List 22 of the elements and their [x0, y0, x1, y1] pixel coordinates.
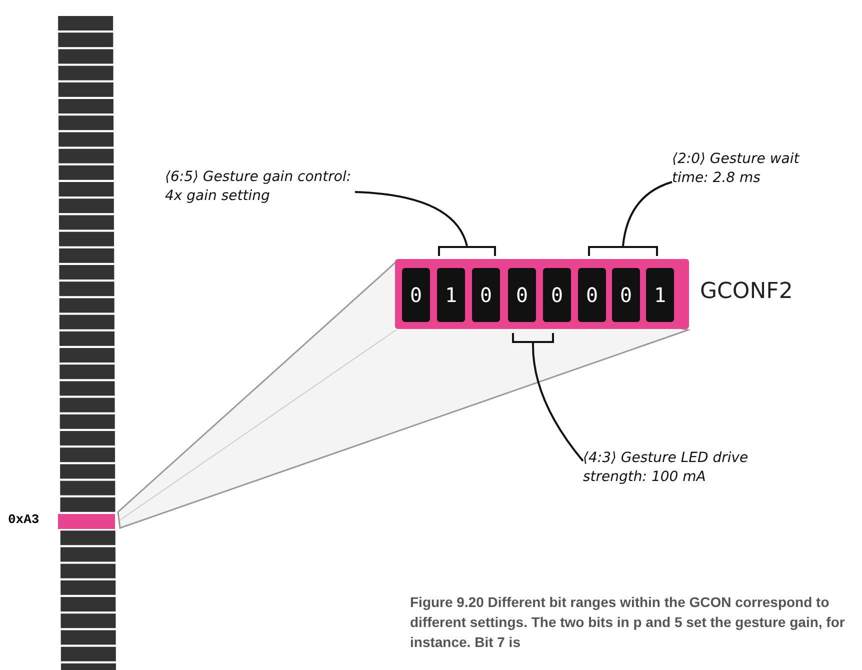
- bracket: [588, 246, 658, 256]
- leader-line: [622, 181, 672, 246]
- bit-cell: 0: [578, 268, 606, 322]
- bit-cell: 1: [437, 268, 465, 322]
- memory-slot: [58, 514, 115, 529]
- annotation-text: ⟨6:5⟩ Gesture gain control: 4x gain setting: [165, 168, 355, 208]
- bit-cell: 0: [612, 268, 640, 322]
- register-box: [395, 259, 689, 329]
- bracket: [438, 246, 496, 256]
- bit-cell: 0: [472, 268, 500, 322]
- figure-caption: Figure 9.20 Different bit ranges within the GCON correspond to different settings. The two bits in p and 5 set the gesture gain, for instance. Bit 7 is: [410, 593, 846, 652]
- bit-cell: 0: [543, 268, 571, 322]
- bit-cell: 0: [402, 268, 430, 322]
- register-label: GCONF2: [700, 279, 793, 304]
- leader-line: [354, 191, 468, 246]
- bit-cell: 0: [508, 268, 536, 322]
- annotation-text: ⟨2:0⟩ Gesture wait time: 2.8 ms: [672, 150, 822, 190]
- address-label: 0xA3: [8, 512, 40, 527]
- bracket: [512, 333, 554, 343]
- bit-cell: 1: [646, 268, 674, 322]
- annotation-text: ⟨4:3⟩ Gesture LED drive strength: 100 mA: [583, 449, 783, 489]
- leader-line: [532, 342, 584, 462]
